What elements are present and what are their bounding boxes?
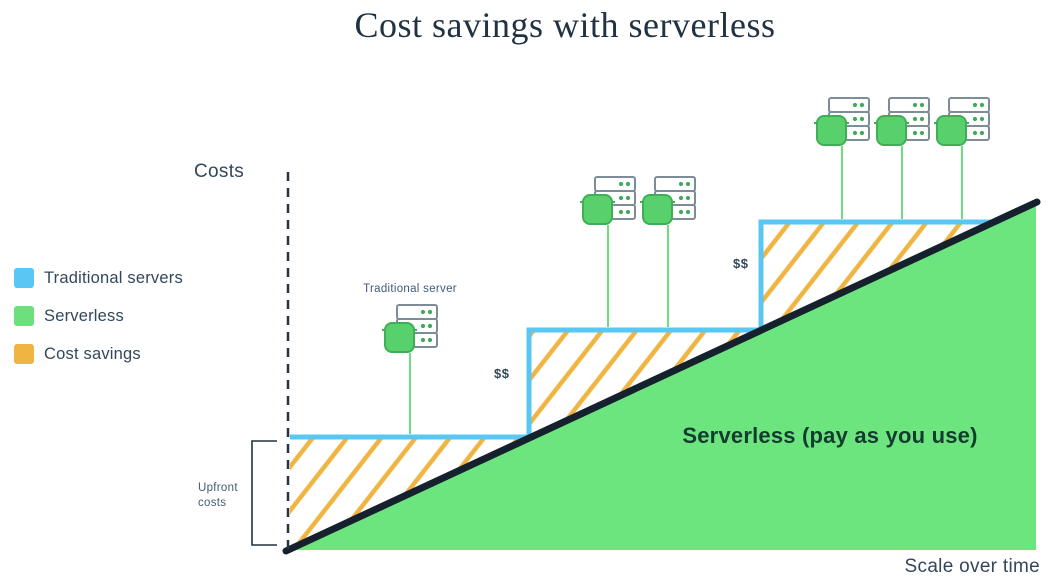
legend-label: Traditional servers — [44, 268, 183, 287]
legend-item-cost-savings: Cost savings — [14, 344, 183, 364]
page-title: Cost savings with serverless — [354, 5, 776, 45]
upfront-costs-bracket — [251, 440, 277, 546]
legend-label: Cost savings — [44, 344, 141, 363]
dollar-annotation-step2: $$ — [494, 366, 510, 381]
legend-item-traditional-servers: Traditional servers — [14, 268, 183, 288]
server-icon — [933, 97, 990, 146]
dollar-annotation-step3: $$ — [733, 256, 749, 271]
serverless-diagonal-line — [282, 198, 1041, 555]
server-icon — [579, 176, 636, 225]
server-icon — [381, 304, 438, 353]
traditional-step-line — [290, 219, 1000, 440]
legend-label: Serverless — [44, 306, 124, 325]
legend-swatch-orange — [14, 344, 34, 364]
server-icon — [639, 176, 696, 225]
x-axis-label: Scale over time — [904, 556, 1040, 577]
legend: Traditional servers Serverless Cost savi… — [14, 268, 183, 382]
server-icon — [873, 97, 930, 146]
serverless-area-annotation: Serverless (pay as you use) — [682, 423, 978, 448]
legend-swatch-blue — [14, 268, 34, 288]
upfront-costs-annotation: Upfront costs — [198, 482, 238, 509]
traditional-server-annotation: Traditional server — [363, 283, 457, 295]
legend-swatch-green — [14, 306, 34, 326]
y-axis-label: Costs — [194, 161, 245, 182]
server-icon — [813, 97, 870, 146]
legend-item-serverless: Serverless — [14, 306, 183, 326]
server-connector-lines — [409, 146, 963, 434]
